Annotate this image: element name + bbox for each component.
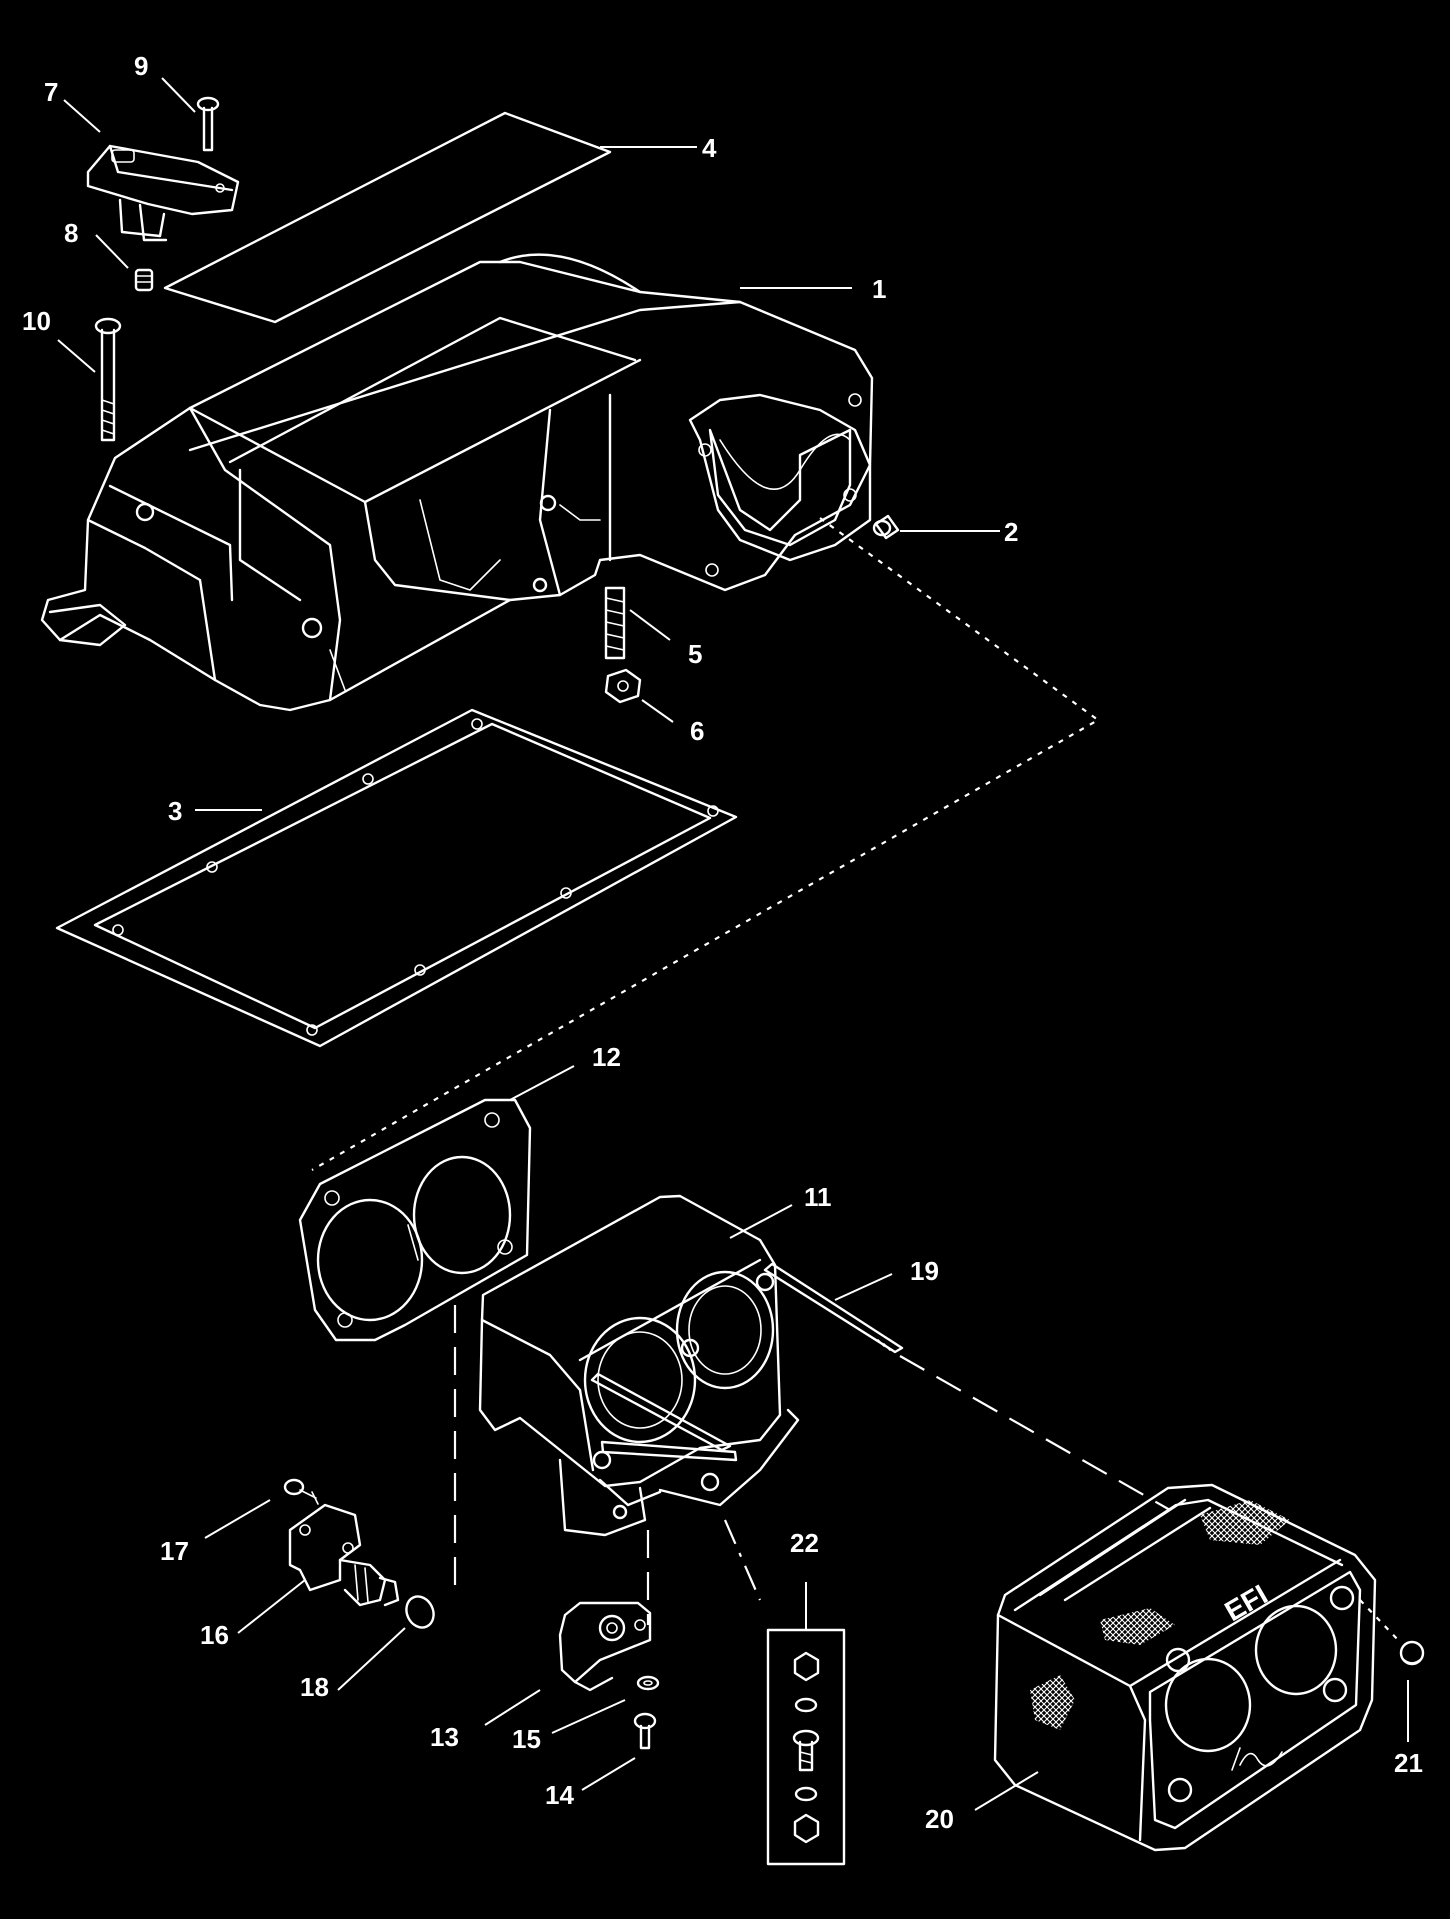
callout-11: 11: [804, 1182, 832, 1212]
hex-nut: [604, 668, 642, 704]
callouts: 1 2 3 4 5 6 7 8 9 10 11 12 13 14 15 16 1…: [22, 51, 1423, 1834]
callout-3: 3: [168, 796, 182, 826]
o-ring: [405, 1595, 435, 1629]
long-bolt: [94, 317, 122, 442]
callout-2: 2: [1004, 517, 1018, 547]
stud: [604, 586, 626, 660]
idle-air-control-valve: [288, 1503, 400, 1607]
base-gasket: [55, 708, 738, 1048]
callout-19: 19: [910, 1256, 939, 1286]
callout-18: 18: [300, 1672, 329, 1702]
callout-14: 14: [545, 1780, 574, 1810]
leader-lines: [57, 77, 1409, 1811]
callout-13: 13: [430, 1722, 459, 1752]
throttle-body: [478, 1194, 800, 1537]
callout-7: 7: [44, 77, 58, 107]
long-screw: [590, 1262, 904, 1462]
cap-nut: [1399, 1640, 1425, 1666]
callout-6: 6: [690, 716, 704, 746]
plug: [872, 514, 900, 540]
callout-8: 8: [64, 218, 78, 248]
small-screw: [196, 96, 220, 152]
grommet: [134, 268, 154, 292]
callout-17: 17: [160, 1536, 189, 1566]
hardware-kit: [766, 1628, 846, 1866]
washer: [636, 1675, 660, 1691]
callout-4: 4: [702, 133, 717, 163]
callout-16: 16: [200, 1620, 229, 1650]
idle-valve-screw: [283, 1478, 319, 1505]
callout-21: 21: [1394, 1748, 1423, 1778]
callout-9: 9: [134, 51, 148, 81]
top-cover-gasket: [163, 111, 612, 324]
efi-marking: EFI: [1220, 1579, 1273, 1628]
callout-22: 22: [790, 1528, 819, 1558]
callout-12: 12: [592, 1042, 621, 1072]
plenum-housing: [40, 253, 874, 712]
callout-20: 20: [925, 1804, 954, 1834]
tps-screw: [633, 1712, 657, 1750]
throttle-position-sensor: [558, 1601, 652, 1692]
throttle-gasket: [298, 1098, 532, 1342]
sensor-module: [86, 144, 240, 242]
callout-15: 15: [512, 1724, 541, 1754]
callout-10: 10: [22, 306, 51, 336]
callout-5: 5: [688, 639, 702, 669]
air-filter: EFI: [993, 1483, 1377, 1852]
callout-1: 1: [872, 274, 886, 304]
